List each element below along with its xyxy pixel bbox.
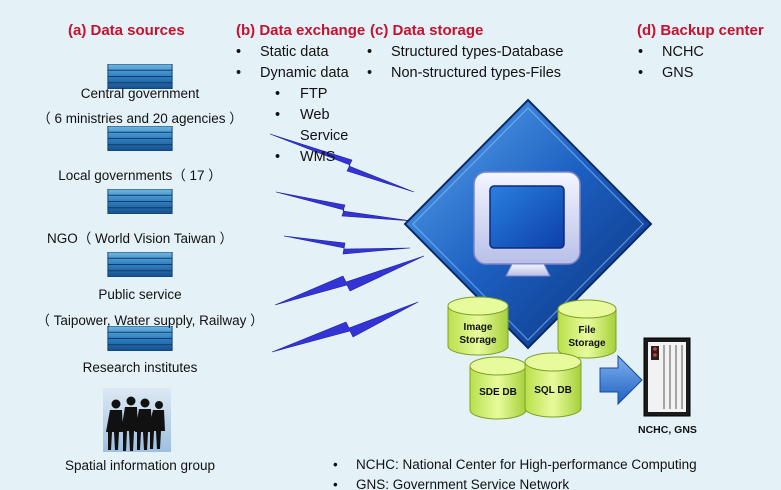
sde-db-cylinder [469, 356, 527, 420]
local-government-building-icon [107, 126, 173, 151]
ngo-building-icon [107, 189, 173, 214]
db-label-sde-db: SDE DB [479, 387, 517, 398]
central-server-diamond-icon [403, 98, 653, 350]
footnote-gns: GNS: Government Service Network [330, 475, 697, 490]
source-label-central-government-detail: （ 6 ministries and 20 agencies ） [37, 111, 243, 126]
source-label-public-service: Public service [98, 287, 182, 302]
list-item: NCHC [636, 42, 704, 63]
source-label-local-governments: Local governments（ 17 ） [58, 168, 222, 183]
list-item: FTP [273, 84, 393, 105]
db-label-file-storage: File Storage [568, 325, 606, 349]
data-exchange-list: Static data Dynamic data [234, 42, 349, 84]
source-label-central-government: Central government [80, 86, 200, 101]
research-institute-building-icon [107, 326, 173, 351]
public-service-building-icon [107, 252, 173, 277]
list-item: Non-structured types-Files [365, 63, 563, 84]
footnote-nchc: NCHC: National Center for High-performan… [330, 455, 697, 475]
footnotes: NCHC: National Center for High-performan… [330, 455, 697, 490]
data-exchange-lightning-bolts [269, 133, 425, 353]
backup-arrow-icon [599, 354, 643, 406]
file-storage-cylinder [557, 299, 617, 359]
source-label-ngo: NGO（ World Vision Taiwan ） [46, 231, 234, 246]
lightning-bolt-3 [283, 235, 411, 255]
section-title-data-storage: (c) Data storage [370, 22, 484, 39]
backup-server-rack-icon [643, 337, 691, 417]
section-title-data-sources: (a) Data sources [68, 22, 185, 39]
source-label-research-institutes: Research institutes [82, 360, 198, 375]
db-label-image-storage: Image Storage [459, 322, 497, 346]
lightning-bolt-2 [275, 191, 413, 222]
lightning-bolt-4 [274, 255, 425, 306]
sql-db-cylinder [524, 352, 582, 418]
list-item: GNS [636, 63, 704, 84]
image-storage-cylinder [447, 296, 509, 356]
list-item: Static data [234, 42, 349, 63]
section-title-data-exchange: (b) Data exchange [236, 22, 366, 39]
section-title-backup-center: (d) Backup center [637, 22, 764, 39]
list-item: Structured types-Database [365, 42, 563, 63]
people-group-icon [103, 388, 171, 452]
list-item: Web Service [273, 105, 368, 147]
source-label-public-service-detail: （ Taipower, Water supply, Railway ） [36, 313, 264, 328]
source-label-spatial-information-group: Spatial information group [64, 458, 216, 473]
backup-center-list: NCHC GNS [636, 42, 704, 84]
data-exchange-sublist: FTP Web Service WMS [273, 84, 393, 168]
backup-server-label: NCHC, GNS [638, 424, 697, 436]
lightning-bolt-5 [271, 301, 419, 353]
list-item: WMS [273, 147, 393, 168]
db-label-sql-db: SQL DB [534, 385, 572, 396]
list-item: Dynamic data [234, 63, 349, 84]
data-storage-list: Structured types-Database Non-structured… [365, 42, 563, 84]
